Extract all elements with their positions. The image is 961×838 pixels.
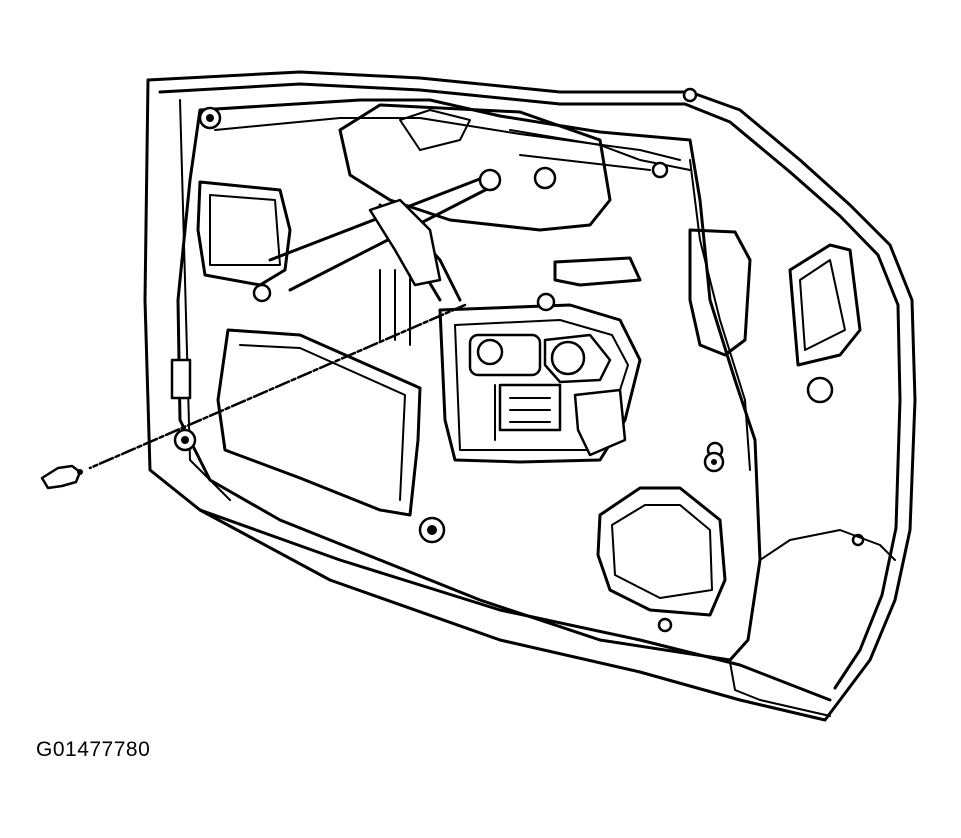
latch-cable [40,303,467,490]
door-latch-assembly [438,292,642,464]
upper-bracket [338,103,691,232]
figure-id-label: G01477780 [36,738,151,761]
right-side-details [553,228,862,459]
lower-left-opening [216,328,422,517]
lower-right-opening [596,486,727,617]
door-bottom-sill [170,358,896,717]
fastener-holes [173,87,865,633]
regulator-rods [252,168,502,346]
left-cutout [196,180,292,287]
door-outer-frame [143,70,917,722]
